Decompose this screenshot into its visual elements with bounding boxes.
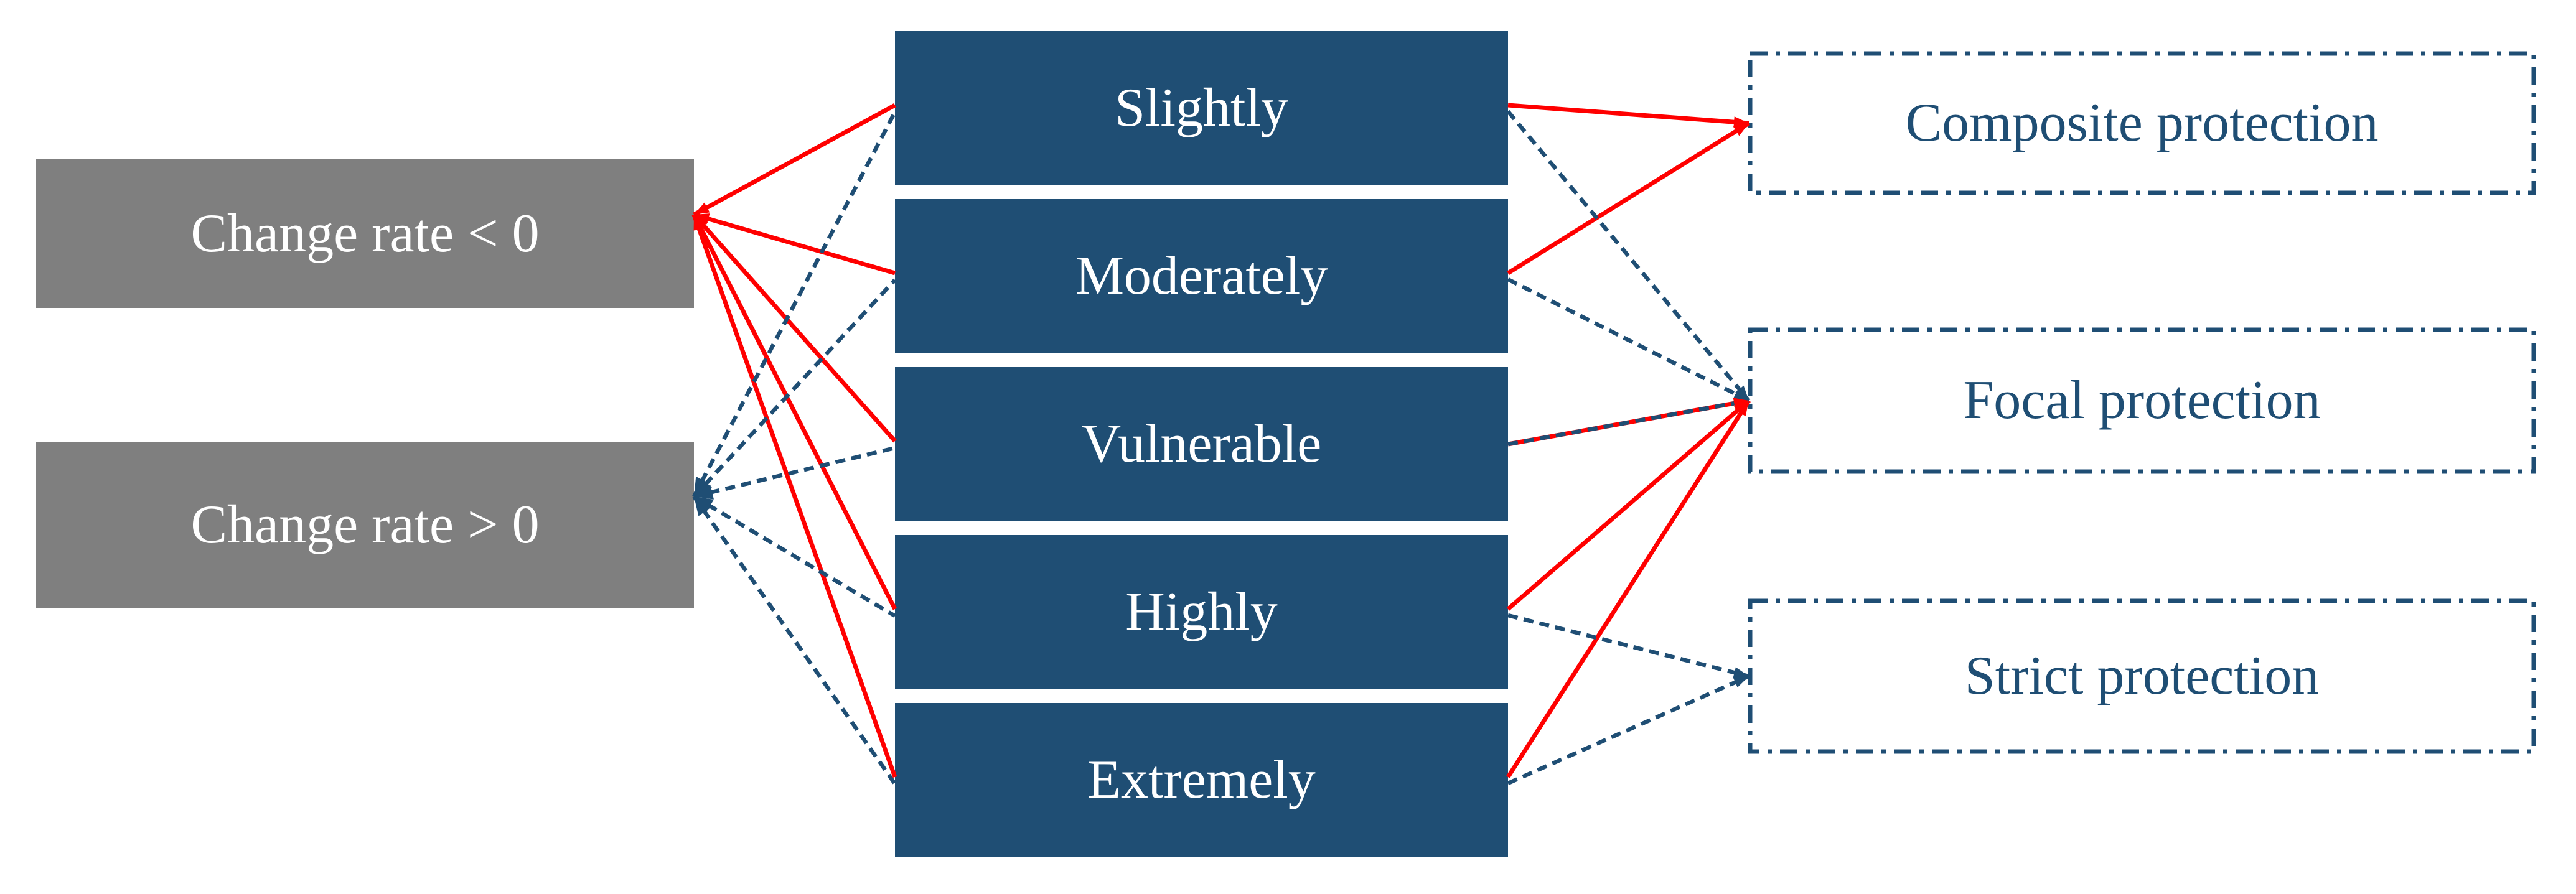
edge-slightly-focal-dashed — [1506, 109, 1751, 403]
edge-highly-strict-dashed — [1507, 613, 1749, 679]
node-vulnerable: Vulnerable — [895, 367, 1508, 521]
edge-slightly-composite — [1507, 103, 1749, 126]
node-extremely: Extremely — [895, 703, 1508, 857]
node-highly: Highly — [895, 535, 1508, 689]
node-composite-protection-label: Composite protection — [1905, 93, 2379, 153]
arrowhead-edge-vulnerable-focal-dashed — [1733, 398, 1749, 409]
node-change-rate-positive-label: Change rate > 0 — [190, 495, 540, 555]
edge-vulnerable-focal — [1507, 398, 1749, 447]
node-change-rate-negative: Change rate < 0 — [36, 159, 694, 308]
arrowhead-edge-slightly-composite — [1733, 116, 1749, 128]
node-focal-protection-label: Focal protection — [1963, 370, 2321, 431]
node-vulnerable-label: Vulnerable — [1081, 414, 1322, 474]
node-change-rate-negative-label: Change rate < 0 — [190, 203, 540, 264]
arrowhead-edge-change_gt0-moderately-dashed — [694, 477, 713, 496]
edge-change_gt0-slightly-dashed — [692, 111, 897, 498]
edge-change_gt0-moderately-dashed — [692, 278, 897, 498]
arrowhead-edge-change_lt0-highly — [694, 215, 706, 231]
arrowhead-edge-highly-focal — [1733, 401, 1749, 415]
node-moderately: Moderately — [895, 199, 1508, 353]
arrowhead-edge-slightly-focal-dashed — [1735, 385, 1749, 401]
node-focal-protection: Focal protection — [1750, 330, 2534, 472]
edge-change_lt0-extremely — [691, 213, 897, 778]
edge-moderately-focal-dashed — [1507, 277, 1750, 403]
edge-change_lt0-slightly — [693, 103, 896, 217]
node-extremely-label: Extremely — [1087, 750, 1316, 810]
edge-change_gt0-highly-dashed — [693, 495, 896, 618]
edge-change_lt0-vulnerable — [692, 213, 897, 443]
arrowhead-edge-change_gt0-vulnerable-dashed — [694, 485, 714, 500]
node-slightly: Slightly — [895, 31, 1508, 185]
edge-change_gt0-vulnerable-dashed — [693, 445, 896, 499]
edge-vulnerable-focal-dashed — [1507, 398, 1749, 447]
node-moderately-label: Moderately — [1075, 246, 1328, 306]
node-slightly-label: Slightly — [1115, 78, 1288, 138]
edge-change_lt0-moderately — [693, 212, 896, 276]
edge-extremely-focal — [1506, 399, 1751, 778]
edge-moderately-composite — [1507, 121, 1750, 275]
node-strict-protection: Strict protection — [1750, 601, 2534, 752]
edge-change_gt0-extremely-dashed — [692, 495, 897, 785]
arrowhead-edge-change_gt0-extremely-dashed — [694, 496, 711, 516]
arrowhead-edge-extremely-focal — [1736, 401, 1749, 417]
edge-extremely-strict-dashed — [1507, 674, 1750, 785]
node-composite-protection: Composite protection — [1750, 54, 2534, 193]
arrowhead-edge-change_gt0-slightly-dashed — [694, 476, 710, 496]
arrowhead-edge-extremely-strict-dashed — [1733, 676, 1749, 687]
arrowhead-edge-moderately-composite — [1733, 123, 1749, 136]
arrowhead-edge-change_lt0-extremely — [693, 215, 705, 231]
node-highly-label: Highly — [1125, 582, 1278, 642]
arrowhead-edge-moderately-focal-dashed — [1733, 389, 1749, 401]
node-strict-protection-label: Strict protection — [1964, 646, 2320, 706]
arrowhead-edge-change_lt0-vulnerable — [694, 215, 708, 230]
node-change-rate-positive: Change rate > 0 — [36, 442, 694, 608]
arrowhead-edge-highly-strict-dashed — [1733, 667, 1749, 678]
arrowhead-edge-vulnerable-focal — [1733, 398, 1749, 409]
arrowhead-edge-change_lt0-slightly — [694, 202, 710, 215]
edge-highly-focal — [1506, 399, 1751, 611]
edge-change_lt0-highly — [691, 213, 897, 610]
arrowhead-edge-change_gt0-highly-dashed — [694, 496, 714, 513]
arrowhead-edge-change_lt0-moderately — [694, 213, 710, 225]
